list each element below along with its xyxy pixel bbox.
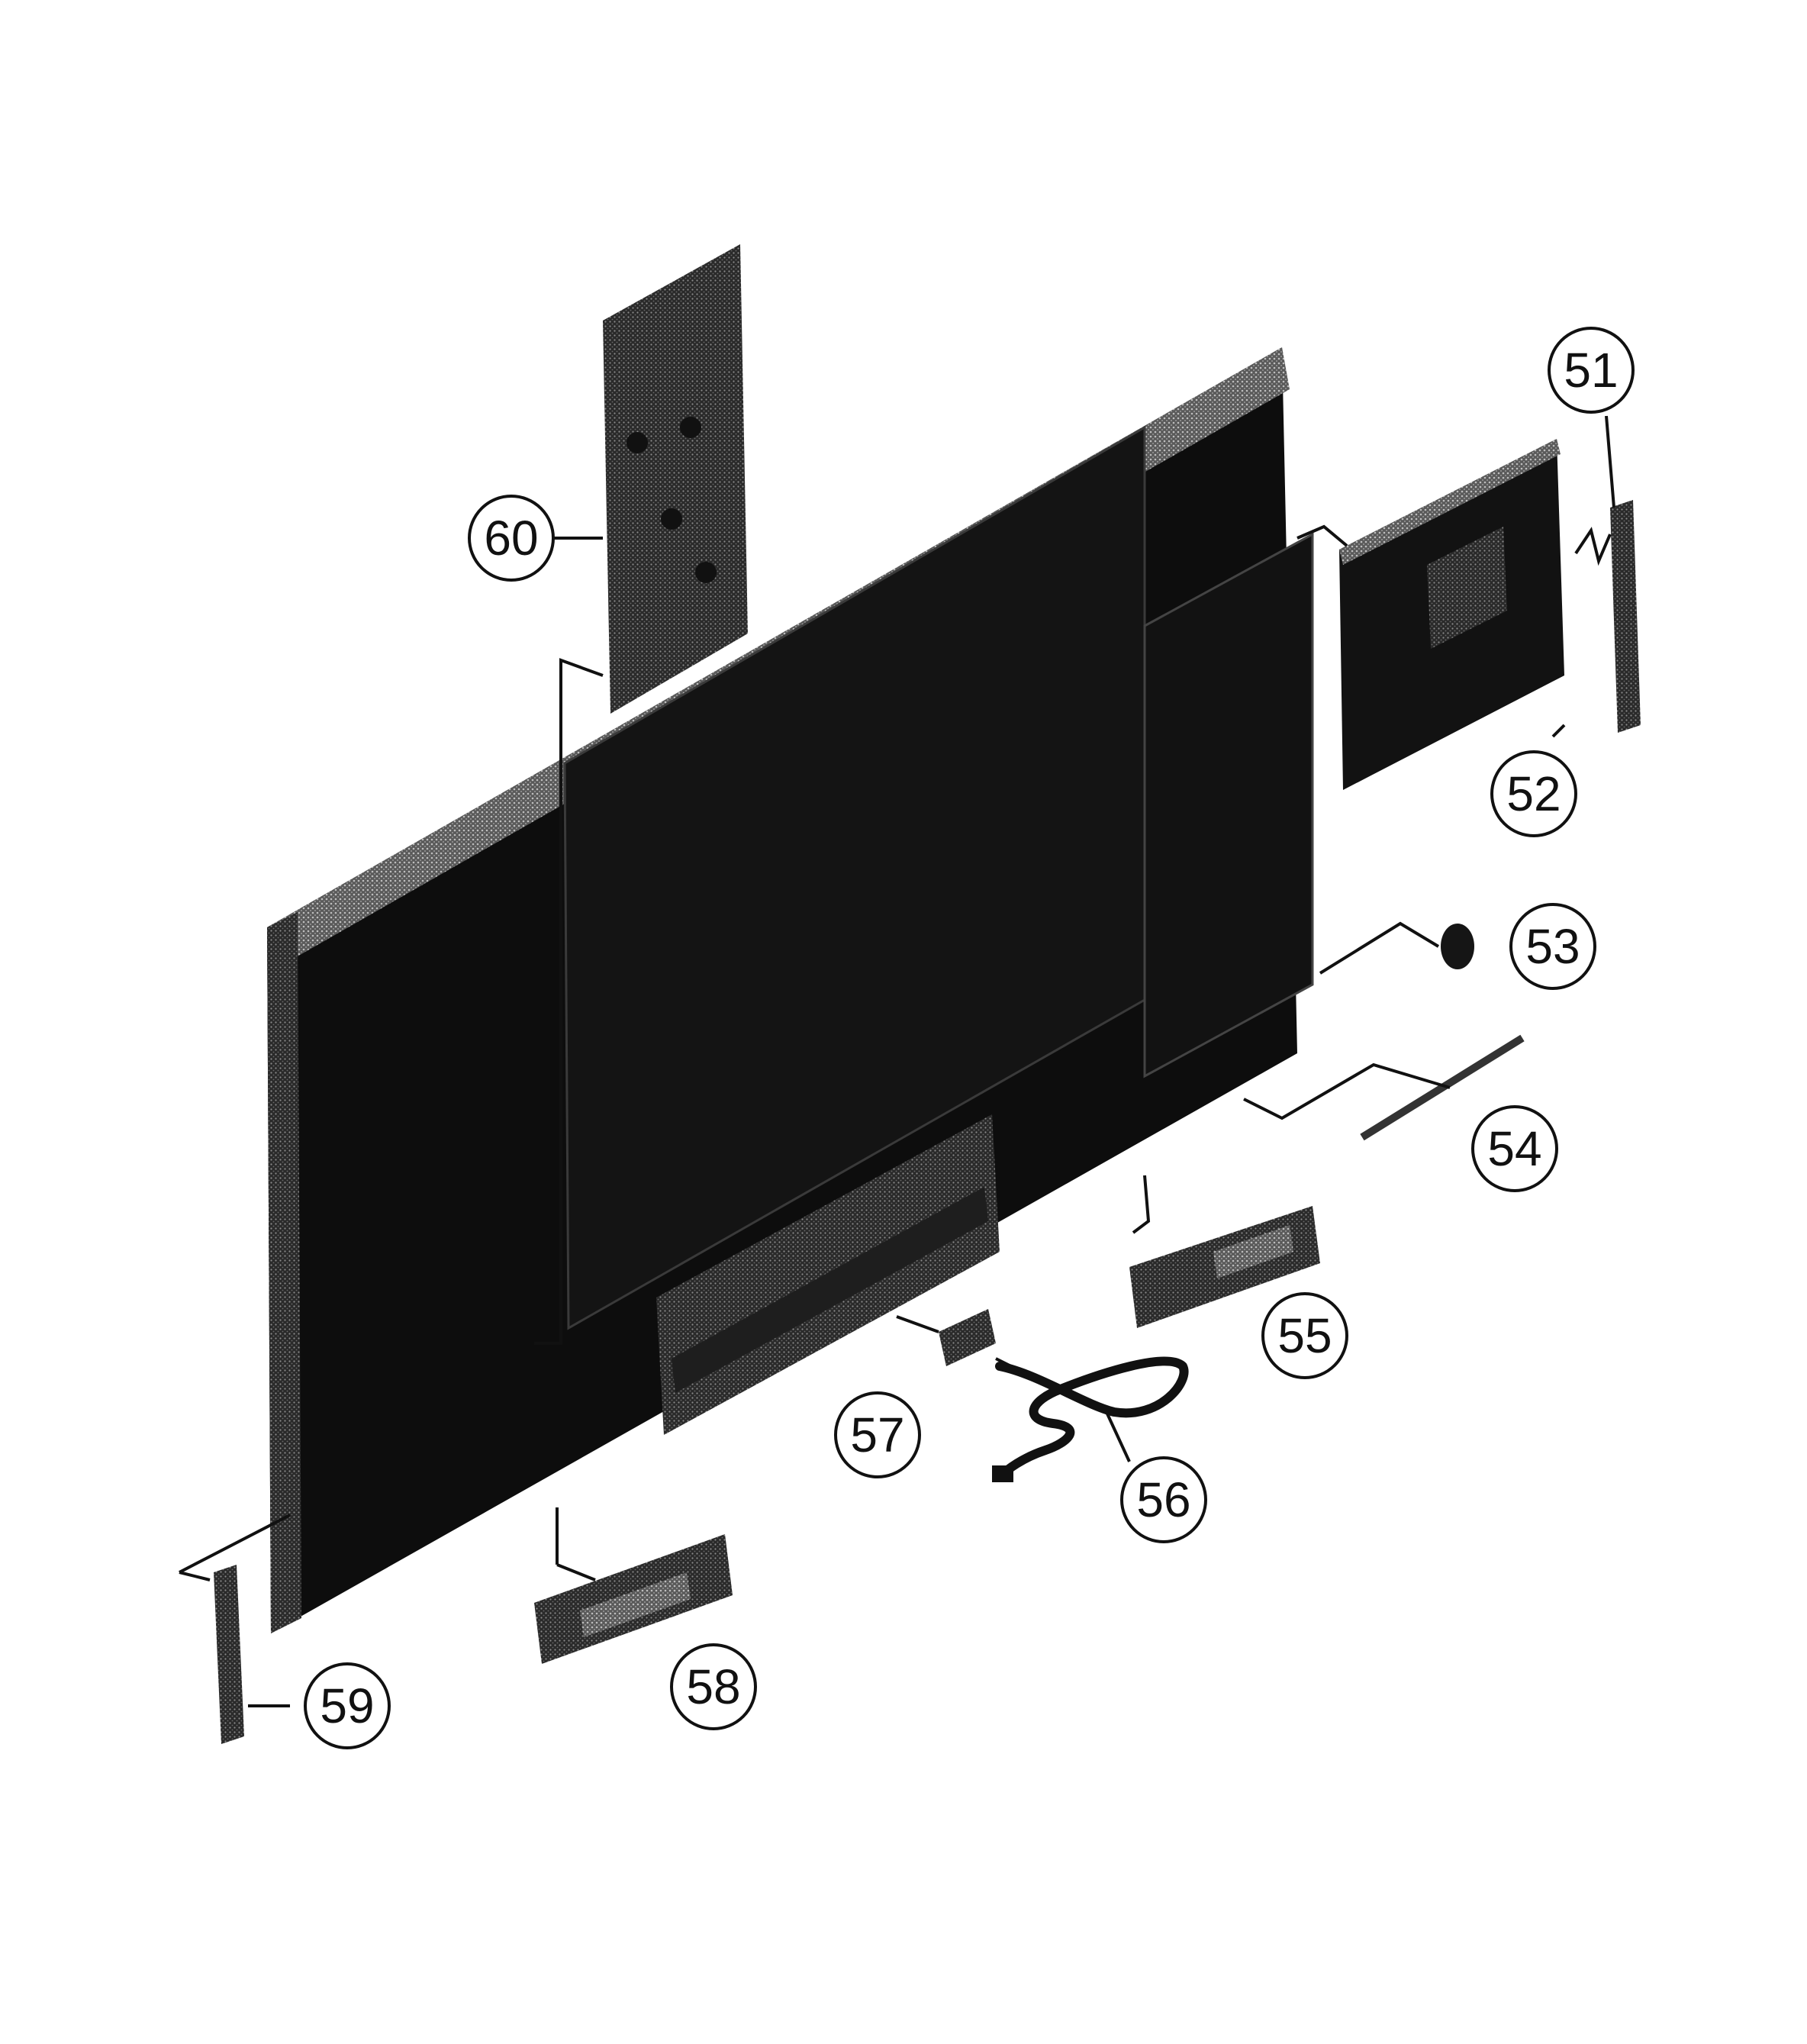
callout-55: 55 bbox=[1261, 1292, 1348, 1379]
callout-53: 53 bbox=[1509, 903, 1596, 990]
part-55-speaker-right bbox=[1129, 1206, 1320, 1328]
leader-53 bbox=[1319, 921, 1440, 975]
leader-59 bbox=[179, 1514, 291, 1574]
callout-56: 56 bbox=[1120, 1456, 1207, 1543]
leader-52-b bbox=[1296, 524, 1348, 547]
leader-54 bbox=[1243, 1062, 1451, 1120]
leader-60-b bbox=[534, 658, 604, 1345]
part-56-power-cord bbox=[992, 1356, 1189, 1482]
callout-59: 59 bbox=[304, 1662, 391, 1749]
callout-52-label: 52 bbox=[1506, 766, 1561, 821]
leader-lines bbox=[179, 415, 1615, 1707]
callouts: 51 52 53 54 55 56 57 58 bbox=[304, 327, 1635, 1749]
leader-52 bbox=[1551, 724, 1566, 738]
part-52-board bbox=[1339, 439, 1564, 790]
part-58-speaker-left bbox=[534, 1534, 733, 1664]
leader-51 bbox=[1605, 415, 1615, 508]
callout-57: 57 bbox=[834, 1391, 921, 1478]
callout-57-label: 57 bbox=[850, 1407, 904, 1462]
callout-59-label: 59 bbox=[320, 1678, 374, 1733]
callout-55-label: 55 bbox=[1277, 1308, 1332, 1363]
callout-56-label: 56 bbox=[1136, 1472, 1190, 1527]
leader-56 bbox=[1105, 1411, 1131, 1462]
part-60-top-board bbox=[603, 244, 748, 714]
leader-55 bbox=[1132, 1175, 1151, 1234]
callout-54: 54 bbox=[1471, 1105, 1558, 1192]
leader-59-b bbox=[179, 1571, 211, 1581]
callout-60-label: 60 bbox=[484, 511, 538, 566]
part-59-side-strip bbox=[214, 1565, 244, 1744]
callout-53-label: 53 bbox=[1525, 919, 1580, 974]
callout-54-label: 54 bbox=[1487, 1121, 1541, 1176]
leader-51-b bbox=[1574, 527, 1612, 566]
tv-back-panel bbox=[267, 347, 1314, 1633]
callout-52: 52 bbox=[1490, 750, 1577, 837]
part-53-sensor bbox=[1441, 924, 1474, 969]
leader-57 bbox=[896, 1315, 939, 1333]
part-57-connector bbox=[939, 1309, 996, 1366]
part-54-rod bbox=[1360, 1034, 1525, 1141]
callout-51: 51 bbox=[1548, 327, 1635, 414]
callout-51-label: 51 bbox=[1564, 343, 1618, 398]
leader-57-b bbox=[995, 1357, 1027, 1375]
part-51-bracket bbox=[1610, 500, 1641, 733]
leader-58-b bbox=[556, 1563, 596, 1581]
callout-60: 60 bbox=[468, 495, 555, 582]
callout-58-label: 58 bbox=[686, 1659, 740, 1714]
callout-58: 58 bbox=[670, 1643, 757, 1730]
